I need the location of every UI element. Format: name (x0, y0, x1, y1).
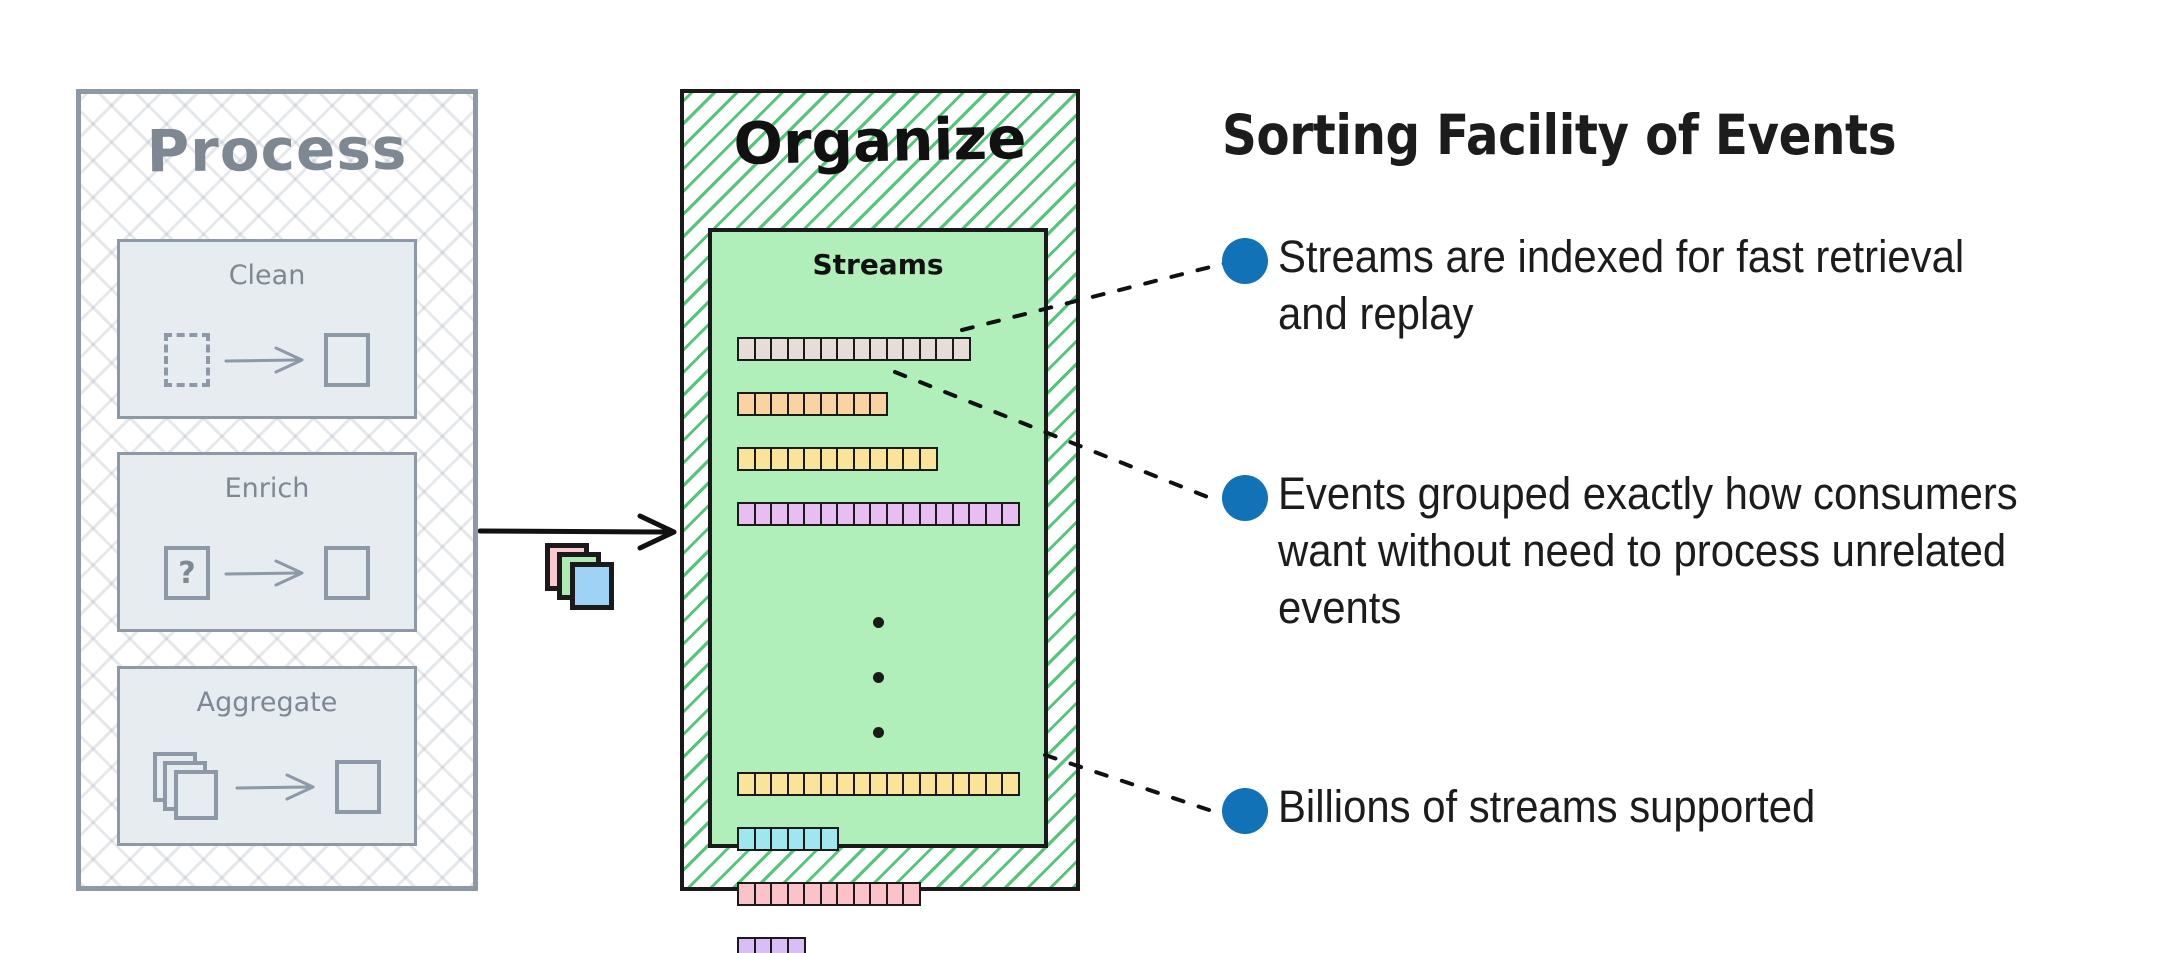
stream-segment (786, 937, 806, 953)
process-step-graphic (120, 320, 414, 400)
stream-row-7[interactable] (737, 882, 921, 906)
streams-box: Streams (708, 228, 1048, 953)
process-step-label: Clean (228, 260, 306, 291)
bullet-dot-icon (1222, 238, 1268, 284)
stream-segment (819, 827, 839, 851)
process-panel: Process Clean Enrich ? (76, 89, 478, 891)
bullet-item-3: Billions of streams supported (1222, 778, 2102, 835)
bullet-dot-icon (1222, 475, 1268, 521)
arrow-right-icon (224, 346, 304, 374)
stream-row-2[interactable] (737, 392, 888, 416)
stream-row-1[interactable] (737, 337, 971, 361)
arrow-right-icon (235, 773, 315, 801)
bullet-text: Streams are indexed for fast retrieval a… (1278, 231, 1965, 340)
dashed-square-icon (164, 333, 210, 387)
bullet-dot-icon (1222, 788, 1268, 834)
stream-segment (1001, 772, 1020, 796)
stream-row-4[interactable] (737, 502, 1020, 526)
square-icon (324, 333, 370, 387)
bullet-item-2: Events grouped exactly how consumers wan… (1222, 465, 2102, 636)
stream-segment (951, 337, 971, 361)
organize-panel-title: Organize (732, 103, 1028, 179)
question-square-icon: ? (164, 546, 210, 600)
streams-label: Streams (812, 248, 944, 281)
process-to-organize-arrow-icon (478, 513, 677, 551)
stream-segment (918, 447, 938, 471)
streams-ellipsis-icon (712, 617, 1044, 628)
arrow-right-icon (224, 559, 304, 587)
organize-panel: Organize Streams (680, 89, 1080, 953)
stream-segment (869, 392, 888, 416)
streams-ellipsis-icon (712, 727, 1044, 738)
square-icon (324, 546, 370, 600)
process-step-aggregate[interactable]: Aggregate (117, 666, 417, 846)
stream-row-3[interactable] (737, 447, 938, 471)
stacked-squares-icon (153, 752, 221, 822)
stream-row-8[interactable] (737, 937, 806, 953)
stream-row-5[interactable] (737, 772, 1020, 796)
square-icon (335, 760, 381, 814)
stream-row-6[interactable] (737, 827, 839, 851)
stream-segment (902, 882, 921, 906)
stacked-cards-icon (545, 543, 625, 613)
bullet-text: Billions of streams supported (1278, 781, 1816, 832)
page-title: Sorting Facility of Events (1222, 103, 1897, 167)
process-step-enrich[interactable]: Enrich ? (117, 452, 417, 632)
stream-segment (1001, 502, 1020, 526)
process-step-graphic (120, 747, 414, 827)
bullet-text: Events grouped exactly how consumers wan… (1278, 468, 2018, 634)
streams-ellipsis-icon (712, 672, 1044, 683)
process-step-label: Aggregate (196, 687, 338, 718)
bullet-item-1: Streams are indexed for fast retrieval a… (1222, 228, 2102, 342)
process-step-clean[interactable]: Clean (117, 239, 417, 419)
process-step-label: Enrich (224, 473, 310, 504)
process-panel-title: Process (146, 114, 408, 186)
process-step-graphic: ? (120, 533, 414, 613)
